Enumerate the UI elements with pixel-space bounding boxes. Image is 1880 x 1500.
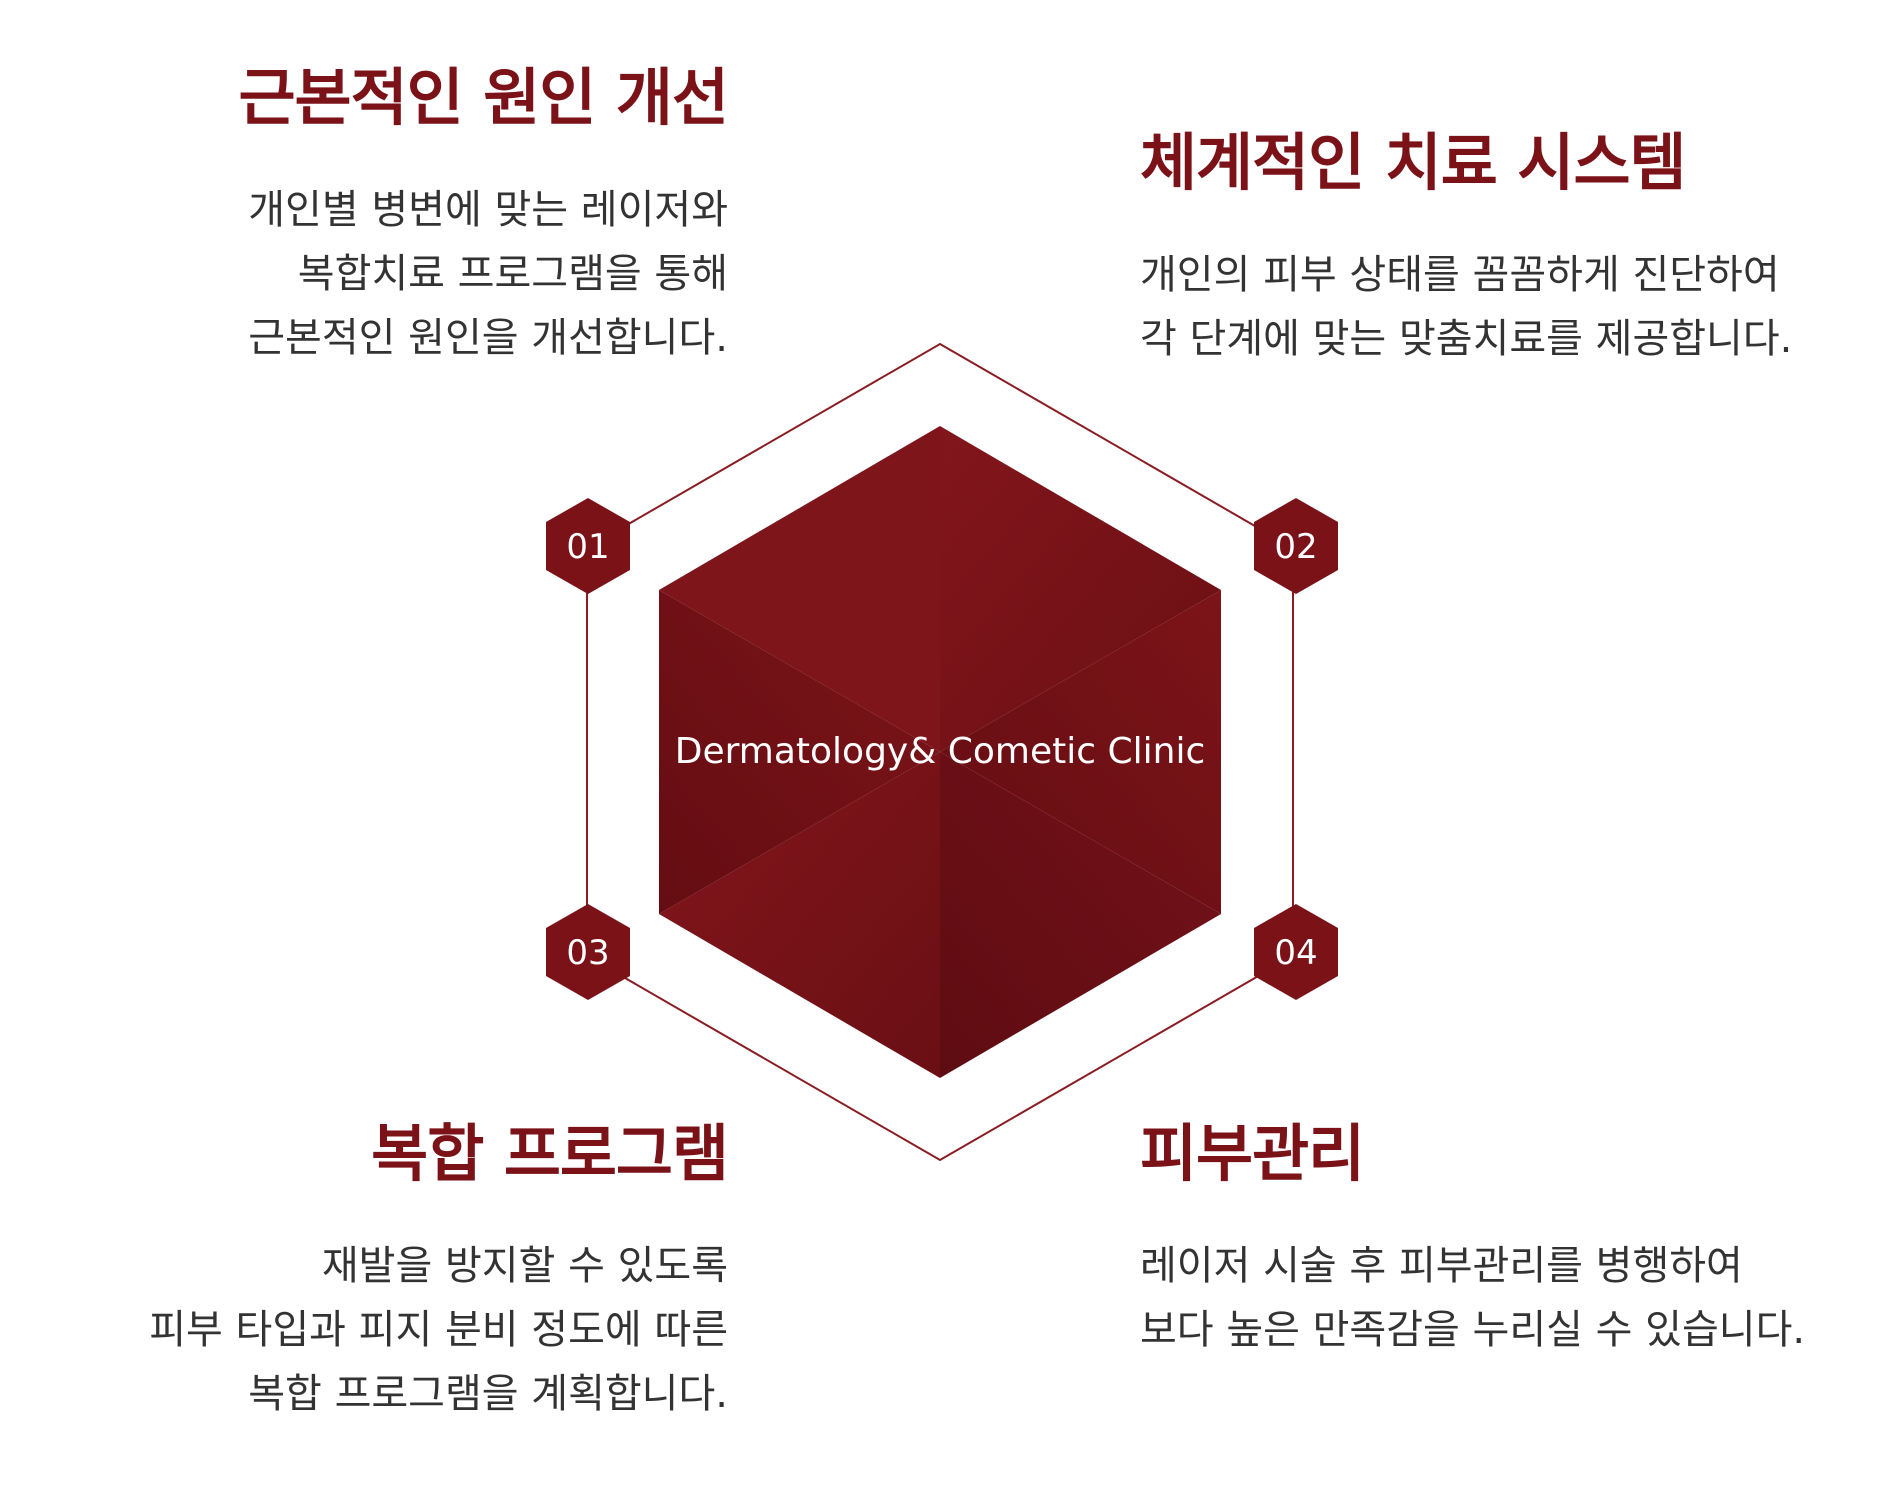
feature-title: 복합 프로그램 [371, 1117, 729, 1190]
feature-description: 재발을 방지할 수 있도록 피부 타입과 피지 분비 정도에 따른 복합 프로그… [108, 1234, 728, 1426]
feature-description: 개인의 피부 상태를 꼼꼼하게 진단하여 각 단계에 맞는 맞춤치료를 제공합니… [1140, 243, 1793, 371]
description-line: 복합 프로그램을 계획합니다. [248, 1371, 728, 1417]
feature-description: 레이저 시술 후 피부관리를 병행하여 보다 높은 만족감을 누리실 수 있습니… [1140, 1234, 1806, 1362]
badge-number: 04 [1274, 933, 1317, 973]
center-hexagon [659, 426, 1221, 1078]
description-line: 재발을 방지할 수 있도록 [321, 1243, 728, 1289]
description-line: 피부 타입과 피지 분비 정도에 따른 [149, 1307, 728, 1353]
badge-number: 03 [566, 933, 609, 973]
description-line: 개인별 병변에 맞는 레이저와 [248, 187, 728, 233]
feature-title: 피부관리 [1140, 1117, 1365, 1190]
description-line: 레이저 시술 후 피부관리를 병행하여 [1140, 1243, 1743, 1289]
description-line: 복합치료 프로그램을 통해 [297, 251, 728, 297]
badge-03: 03 [546, 904, 630, 1000]
description-line: 개인의 피부 상태를 꼼꼼하게 진단하여 [1140, 252, 1780, 298]
badge-04: 04 [1254, 904, 1338, 1000]
feature-block-01: 근본적인 원인 개선 개인별 병변에 맞는 레이저와 복합치료 프로그램을 통해… [108, 58, 730, 370]
badge-number: 01 [566, 527, 609, 567]
description-line: 보다 높은 만족감을 누리실 수 있습니다. [1140, 1307, 1806, 1353]
feature-title: 체계적인 치료 시스템 [1140, 126, 1687, 199]
description-line: 각 단계에 맞는 맞춤치료를 제공합니다. [1140, 316, 1793, 362]
center-label: Dermatology& Cometic Clinic [675, 731, 1206, 772]
feature-block-03: 복합 프로그램 재발을 방지할 수 있도록 피부 타입과 피지 분비 정도에 따… [108, 1114, 729, 1426]
feature-block-02: 체계적인 치료 시스템 개인의 피부 상태를 꼼꼼하게 진단하여 각 단계에 맞… [1140, 123, 1793, 371]
badge-02: 02 [1254, 498, 1338, 594]
feature-block-04: 피부관리 레이저 시술 후 피부관리를 병행하여 보다 높은 만족감을 누리실 … [1140, 1114, 1806, 1362]
description-line: 근본적인 원인을 개선합니다. [248, 315, 728, 361]
feature-description: 개인별 병변에 맞는 레이저와 복합치료 프로그램을 통해 근본적인 원인을 개… [108, 178, 728, 370]
badge-01: 01 [546, 498, 630, 594]
feature-title: 근본적인 원인 개선 [238, 61, 730, 134]
badge-number: 02 [1274, 527, 1317, 567]
